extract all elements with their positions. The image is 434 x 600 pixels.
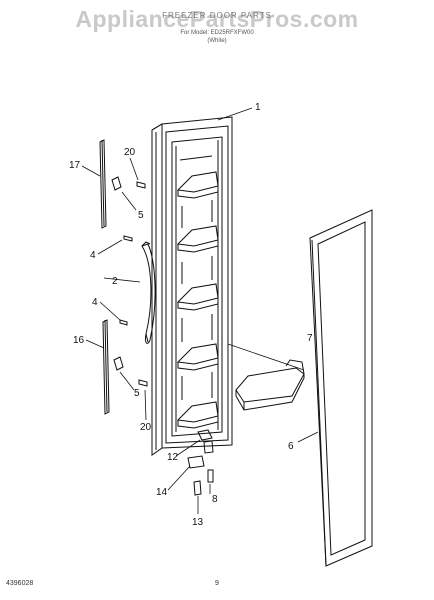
callout-1: 1 <box>255 102 261 113</box>
watermark-text: AppliancePartsPros.com <box>75 6 359 32</box>
callout-6: 6 <box>288 441 294 452</box>
callout-2: 2 <box>112 276 118 287</box>
callout-20-upper: 20 <box>124 147 136 158</box>
leader-lines <box>81 107 319 514</box>
callout-13: 13 <box>192 517 204 528</box>
callout-14: 14 <box>156 487 168 498</box>
diagram-code: 4396028 <box>6 580 34 587</box>
door-shelves <box>176 155 219 429</box>
handle-clips <box>111 176 124 371</box>
callout-12: 12 <box>167 452 179 463</box>
callout-20-lower: 20 <box>140 422 152 433</box>
model-line: For Model: ED25RFXFW00 <box>180 30 254 36</box>
trim-strip-lower <box>102 319 110 415</box>
diagram-title: FREEZER DOOR PARTS <box>162 11 272 20</box>
callout-17: 17 <box>69 160 81 171</box>
screws <box>119 181 148 387</box>
callout-labels: 1 2 4 4 5 5 6 7 8 12 13 14 16 17 20 20 <box>69 102 313 528</box>
page-number: 9 <box>215 580 219 587</box>
callout-4-lower: 4 <box>92 297 98 308</box>
color-line: (White) <box>207 38 227 44</box>
hinge-parts <box>187 429 214 496</box>
callout-16: 16 <box>73 335 85 346</box>
callout-7: 7 <box>307 333 313 344</box>
door-bin-part <box>235 359 305 411</box>
callout-4-upper: 4 <box>90 250 96 261</box>
door-panel-part <box>151 116 233 456</box>
door-gasket-part <box>309 209 373 567</box>
callout-5-lower: 5 <box>134 388 140 399</box>
door-handle-part <box>141 241 156 344</box>
trim-strip-upper <box>99 139 107 229</box>
callout-5-upper: 5 <box>138 210 144 221</box>
callout-8: 8 <box>212 494 218 505</box>
